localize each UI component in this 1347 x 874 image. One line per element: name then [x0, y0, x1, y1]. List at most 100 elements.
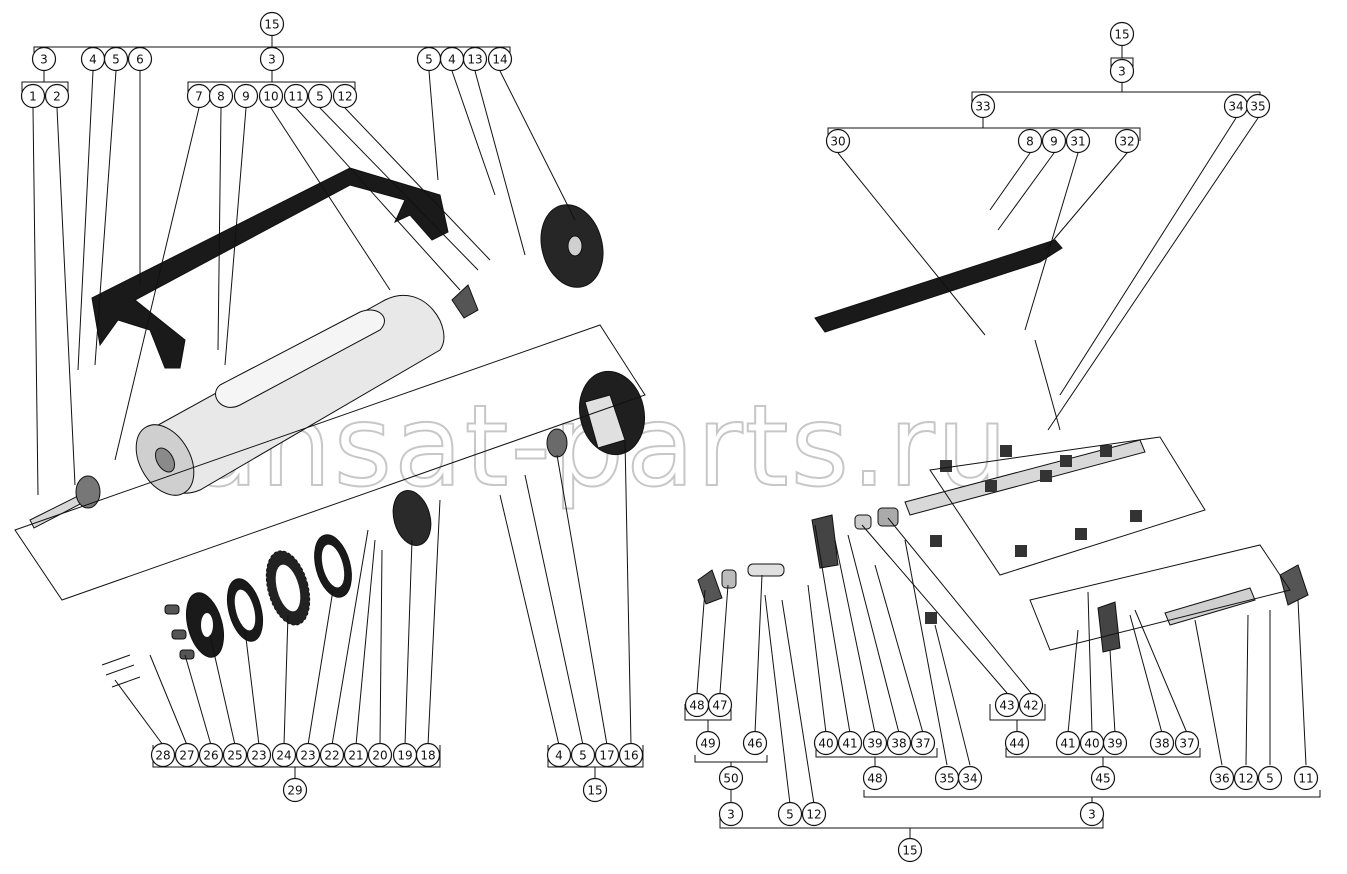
callout-circle: [1293, 765, 1319, 791]
callout-6: 6: [127, 46, 153, 72]
callout-number: 23: [251, 749, 266, 763]
callout-3: 3: [31, 46, 57, 72]
callout-circle: [1065, 128, 1091, 154]
callout-40: 40: [1079, 730, 1105, 756]
hub-disc: [392, 490, 432, 546]
callout-circle: [777, 801, 803, 827]
callout-circle: [1041, 128, 1067, 154]
callout-42: 42: [1018, 692, 1044, 718]
callout-number: 10: [263, 90, 278, 104]
callout-number: 9: [1050, 135, 1058, 149]
callout-number: 15: [1114, 28, 1129, 42]
roller-drum-hub: [155, 447, 175, 473]
callout-number: 41: [1060, 737, 1075, 751]
callout-circle: [31, 46, 57, 72]
callout-10: 10: [258, 83, 284, 109]
callout-34: 34: [957, 765, 983, 791]
callout-36: 36: [1209, 765, 1235, 791]
pressure-plate-hole: [201, 613, 213, 637]
callout-number: 32: [1119, 135, 1134, 149]
left-assembly-drawing: [14, 167, 646, 688]
callout-circle: [1090, 765, 1116, 791]
callout-9: 9: [1041, 128, 1067, 154]
callout-32: 32: [1114, 128, 1140, 154]
callout-circle: [1174, 730, 1200, 756]
callout-circle: [415, 742, 441, 768]
callout-4: 4: [439, 46, 465, 72]
callout-33: 33: [970, 93, 996, 119]
callout-number: 41: [842, 737, 857, 751]
callout-circle: [259, 11, 285, 37]
drive-shaft-right: [1164, 587, 1256, 626]
callout-27: 27: [174, 742, 200, 768]
callout-1: 1: [20, 83, 46, 109]
callout-circle: [618, 742, 644, 768]
callout-number: 4: [555, 749, 563, 763]
callout-circle: [258, 83, 284, 109]
callout-5: 5: [777, 801, 803, 827]
callout-circle: [837, 730, 863, 756]
callout-29: 29: [282, 777, 308, 803]
callout-number: 5: [786, 808, 794, 822]
callout-37: 37: [1174, 730, 1200, 756]
callout-50: 50: [718, 765, 744, 791]
callout-circle: [1257, 765, 1283, 791]
callout-3: 3: [1079, 801, 1105, 827]
callout-number: 20: [372, 749, 387, 763]
callout-number: 12: [1238, 772, 1253, 786]
callout-circle: [307, 83, 333, 109]
callout-number: 11: [1298, 772, 1313, 786]
callout-circle: [742, 730, 768, 756]
callout-number: 16: [623, 749, 638, 763]
callout-25: 25: [222, 742, 248, 768]
callout-number: 48: [689, 699, 704, 713]
lever-arm-right: [1097, 601, 1121, 653]
callout-number: 42: [1023, 699, 1038, 713]
callout-9: 9: [233, 83, 259, 109]
callout-number: 8: [1026, 135, 1034, 149]
callout-23: 23: [246, 742, 272, 768]
callout-35: 35: [1245, 93, 1271, 119]
callout-circle: [718, 801, 744, 827]
callout-number: 23: [300, 749, 315, 763]
callout-49: 49: [695, 730, 721, 756]
callout-16: 16: [618, 742, 644, 768]
callout-circle: [462, 46, 488, 72]
callout-circle: [970, 93, 996, 119]
callout-4: 4: [546, 742, 572, 768]
callout-number: 1: [29, 90, 37, 104]
callout-number: 17: [599, 749, 614, 763]
callout-41: 41: [837, 730, 863, 756]
callout-number: 36: [1214, 772, 1229, 786]
callout-number: 29: [287, 784, 302, 798]
callout-circle: [862, 730, 888, 756]
right-small-exploded-frame: [1029, 544, 1291, 651]
callout-12: 12: [332, 83, 358, 109]
spring-2: [171, 629, 187, 640]
callout-number: 40: [818, 737, 833, 751]
friction-ring-b-hole: [234, 589, 256, 631]
callout-38: 38: [886, 730, 912, 756]
callout-number: 47: [712, 699, 727, 713]
callout-number: 43: [999, 699, 1014, 713]
callout-number: 15: [902, 844, 917, 858]
callout-circle: [707, 692, 733, 718]
callout-23: 23: [295, 742, 321, 768]
callout-3: 3: [259, 46, 285, 72]
callout-3: 3: [718, 801, 744, 827]
sprocket-hole: [275, 564, 301, 612]
flange-bearing-middle: [546, 428, 568, 458]
drum-cover-plate: [215, 309, 385, 408]
callout-31: 31: [1065, 128, 1091, 154]
bolt-1: [101, 654, 131, 666]
right-assembly-drawing: [697, 239, 1309, 653]
callout-26: 26: [198, 742, 224, 768]
callout-circle: [487, 46, 513, 72]
callout-number: 8: [217, 90, 225, 104]
callout-number: 28: [155, 749, 170, 763]
callout-number: 26: [203, 749, 218, 763]
callout-12: 12: [801, 801, 827, 827]
callout-number: 13: [467, 53, 482, 67]
callout-number: 4: [89, 53, 97, 67]
